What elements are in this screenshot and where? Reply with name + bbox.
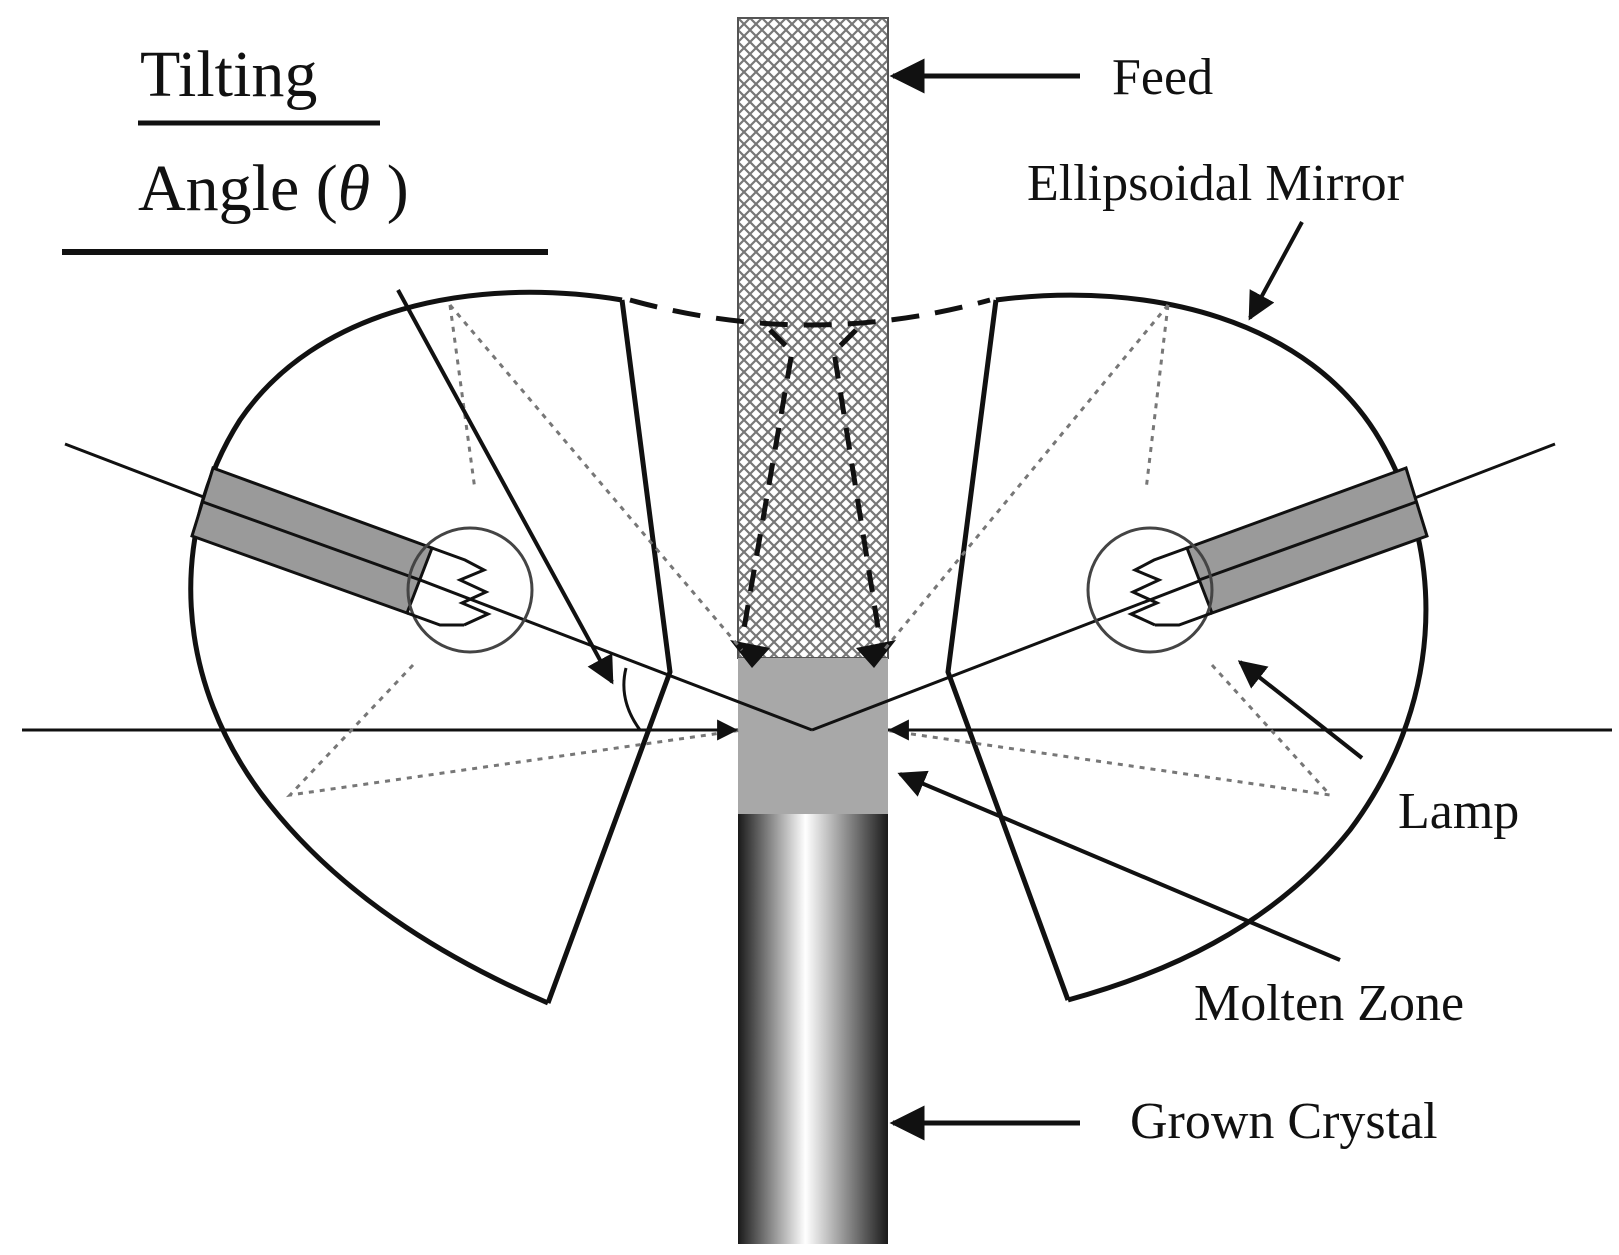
molten-zone-pointer-arrow: [897, 770, 1341, 962]
tilt-indicator-line: [396, 289, 614, 685]
title-line2-suffix: ): [370, 152, 408, 225]
converging-dashed-rays: [739, 328, 883, 641]
dotted-reflection-lines: [285, 304, 1334, 798]
feed-label: Feed: [1112, 49, 1213, 106]
mirror-pointer-arrow: [1248, 221, 1304, 321]
title-line2: Angle (θ ): [138, 152, 409, 225]
molten-zone-region: [738, 658, 888, 814]
tilting-angle-arc: [622, 667, 642, 731]
feed-rod: [737, 17, 889, 659]
left-ellipsoidal-mirror: [188, 289, 673, 1006]
grown-crystal-label: Grown Crystal: [1130, 1093, 1438, 1150]
title-line2-prefix: Angle (: [138, 152, 338, 225]
lamp-axis-lines: [64, 442, 1556, 732]
grown-crystal-rod: [738, 814, 888, 1244]
mirror-open-top-dashed: [629, 297, 991, 328]
molten-zone-label: Molten Zone: [1194, 975, 1464, 1032]
lamp-label: Lamp: [1398, 783, 1519, 840]
lamp-pointer-arrow: [1237, 660, 1364, 760]
ellipsoidal-mirror-label: Ellipsoidal Mirror: [1027, 155, 1404, 212]
title-line1: Tilting: [140, 38, 317, 111]
right-ellipsoidal-mirror: [945, 292, 1429, 1003]
theta-symbol: θ: [338, 152, 370, 225]
right-lamp: [1086, 466, 1429, 654]
left-lamp: [190, 466, 534, 654]
dashed-ray-arrowhead-left: [730, 640, 770, 668]
